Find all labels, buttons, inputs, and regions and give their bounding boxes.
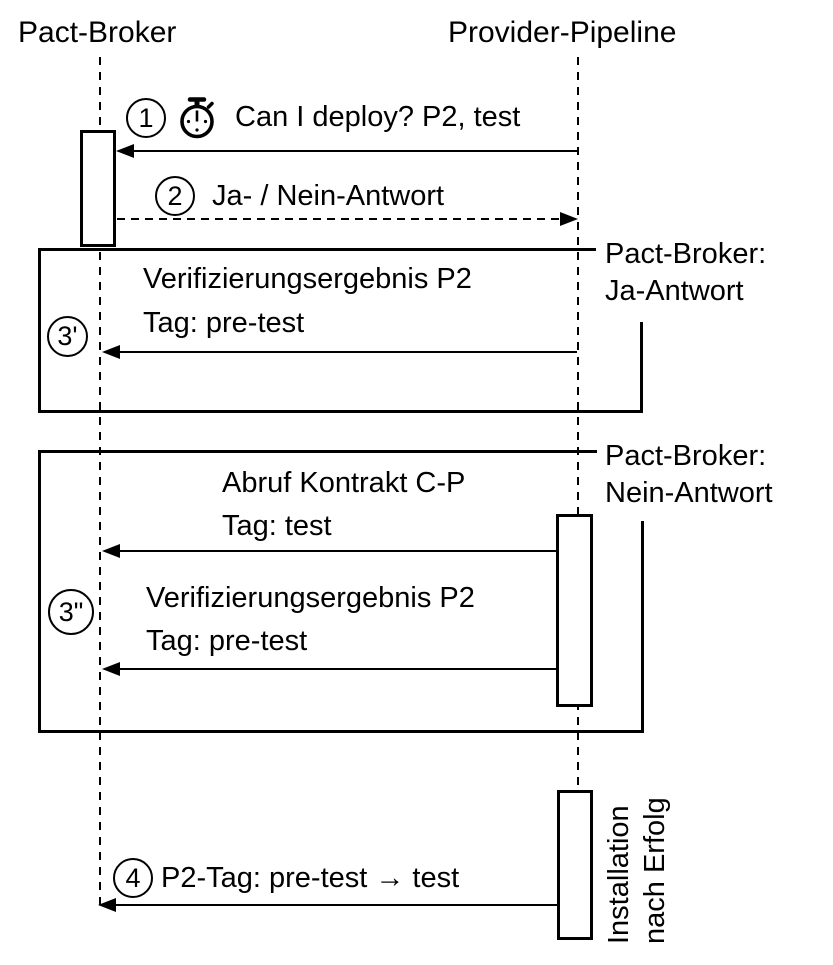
message-1-label: Can I deploy? P2, test: [235, 101, 521, 133]
message-2-arrowhead: [560, 212, 578, 226]
frame-nein-note: Pact-Broker: Nein-Antwort: [605, 438, 773, 512]
message-4-arrowhead: [98, 898, 116, 912]
frame-ja-arrowhead: [102, 345, 120, 359]
activation-install-label-line1: Installation: [603, 805, 635, 944]
step-badge-3-doubleprime: 3": [48, 589, 94, 635]
frame-ja-antwort: [38, 248, 643, 413]
message-4-arrow-line: [112, 904, 557, 906]
activation-provider-pipeline-frame: [556, 514, 593, 707]
step-badge-2: 2: [155, 176, 195, 216]
message-1-arrow-line: [130, 150, 578, 152]
stopwatch-icon: [174, 93, 220, 141]
actor-label-pact-broker: Pact-Broker: [18, 16, 177, 49]
step-badge-4: 4: [113, 858, 153, 898]
frame-ja-topline: [38, 248, 596, 251]
step-badge-3-prime: 3': [47, 316, 88, 357]
activation-pact-broker: [80, 130, 116, 247]
lifeline-provider-pipeline: [577, 57, 579, 790]
activation-provider-pipeline-install: [557, 790, 593, 940]
frame-nein-arrow1-line: [116, 550, 558, 552]
step-badge-1: 1: [126, 98, 166, 138]
frame-nein-note-line1: Pact-Broker:: [605, 440, 767, 472]
frame-ja-note-line1: Pact-Broker:: [605, 238, 767, 270]
frame-nein-note-line2: Nein-Antwort: [605, 477, 773, 509]
actor-label-provider-pipeline: Provider-Pipeline: [448, 16, 677, 49]
frame-nein-message2-line2: Tag: pre-test: [146, 625, 308, 657]
activation-install-label-line2: nach Erfolg: [639, 797, 671, 944]
message-1-arrowhead: [116, 144, 134, 158]
message-4-label: P2-Tag: pre-test → test: [161, 862, 460, 894]
lifeline-pact-broker: [99, 57, 101, 907]
frame-nein-antwort: [38, 450, 644, 733]
message-2-arrow-line: [117, 218, 561, 220]
frame-nein-arrow2-head: [102, 662, 120, 676]
frame-ja-message-line1: Verifizierungsergebnis P2: [143, 263, 472, 295]
message-2-label: Ja- / Nein-Antwort: [212, 180, 445, 212]
frame-nein-message1-line2: Tag: test: [222, 510, 332, 542]
frame-ja-rightline: [640, 322, 643, 413]
activation-install-label: Installation nach Erfolg: [601, 797, 673, 944]
frame-nein-rightline: [641, 521, 644, 733]
frame-ja-note-line2: Ja-Antwort: [605, 275, 744, 307]
frame-nein-arrow1-head: [102, 544, 120, 558]
frame-ja-note: Pact-Broker: Ja-Antwort: [605, 236, 766, 310]
frame-nein-message2-line1: Verifizierungsergebnis P2: [146, 582, 475, 614]
frame-nein-topline: [38, 450, 597, 453]
frame-ja-message-line2: Tag: pre-test: [143, 307, 305, 339]
frame-nein-arrow2-line: [116, 668, 558, 670]
frame-ja-arrow-line: [116, 351, 577, 353]
frame-nein-message1-line1: Abruf Kontrakt C-P: [222, 467, 466, 499]
